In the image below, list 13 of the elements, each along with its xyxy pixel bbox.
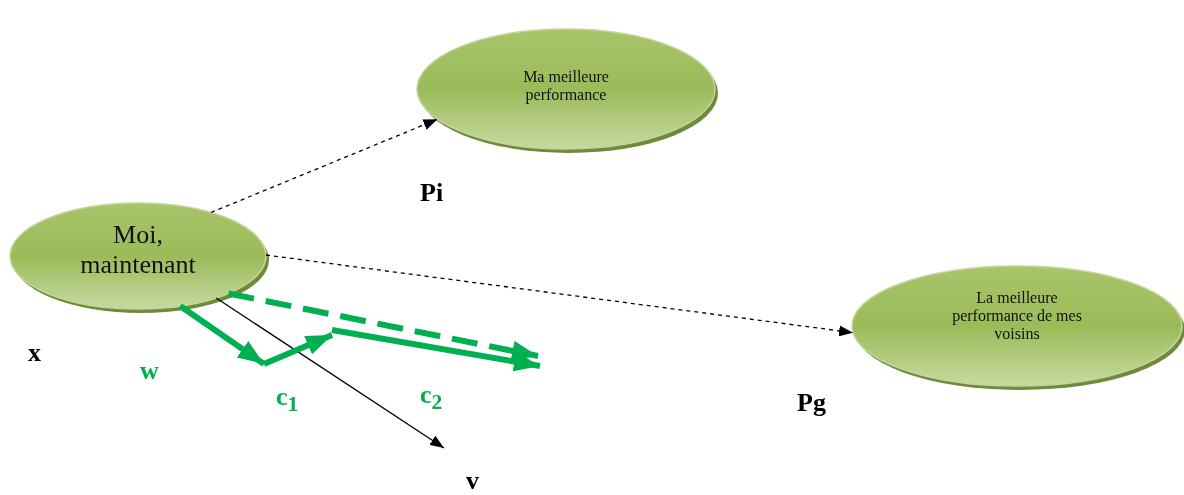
point-label: Pi [420,178,444,208]
point-label: x [28,338,41,368]
arrow [215,297,445,449]
vector-label: c$_{2}$ [420,380,443,416]
vector-label: c$_{1}$ [276,382,299,418]
ellipse-node: La meilleure performance de mes voisins [850,263,1184,389]
vector-label: v [466,466,479,495]
ellipse-node: Ma meilleure performance [415,26,717,152]
edge-label: w [140,356,159,386]
point-label: Pg [797,388,826,418]
dashed-arrow [210,118,439,214]
dashed-arrow [227,290,539,361]
ellipse-node: Moi, maintenant [8,200,268,312]
